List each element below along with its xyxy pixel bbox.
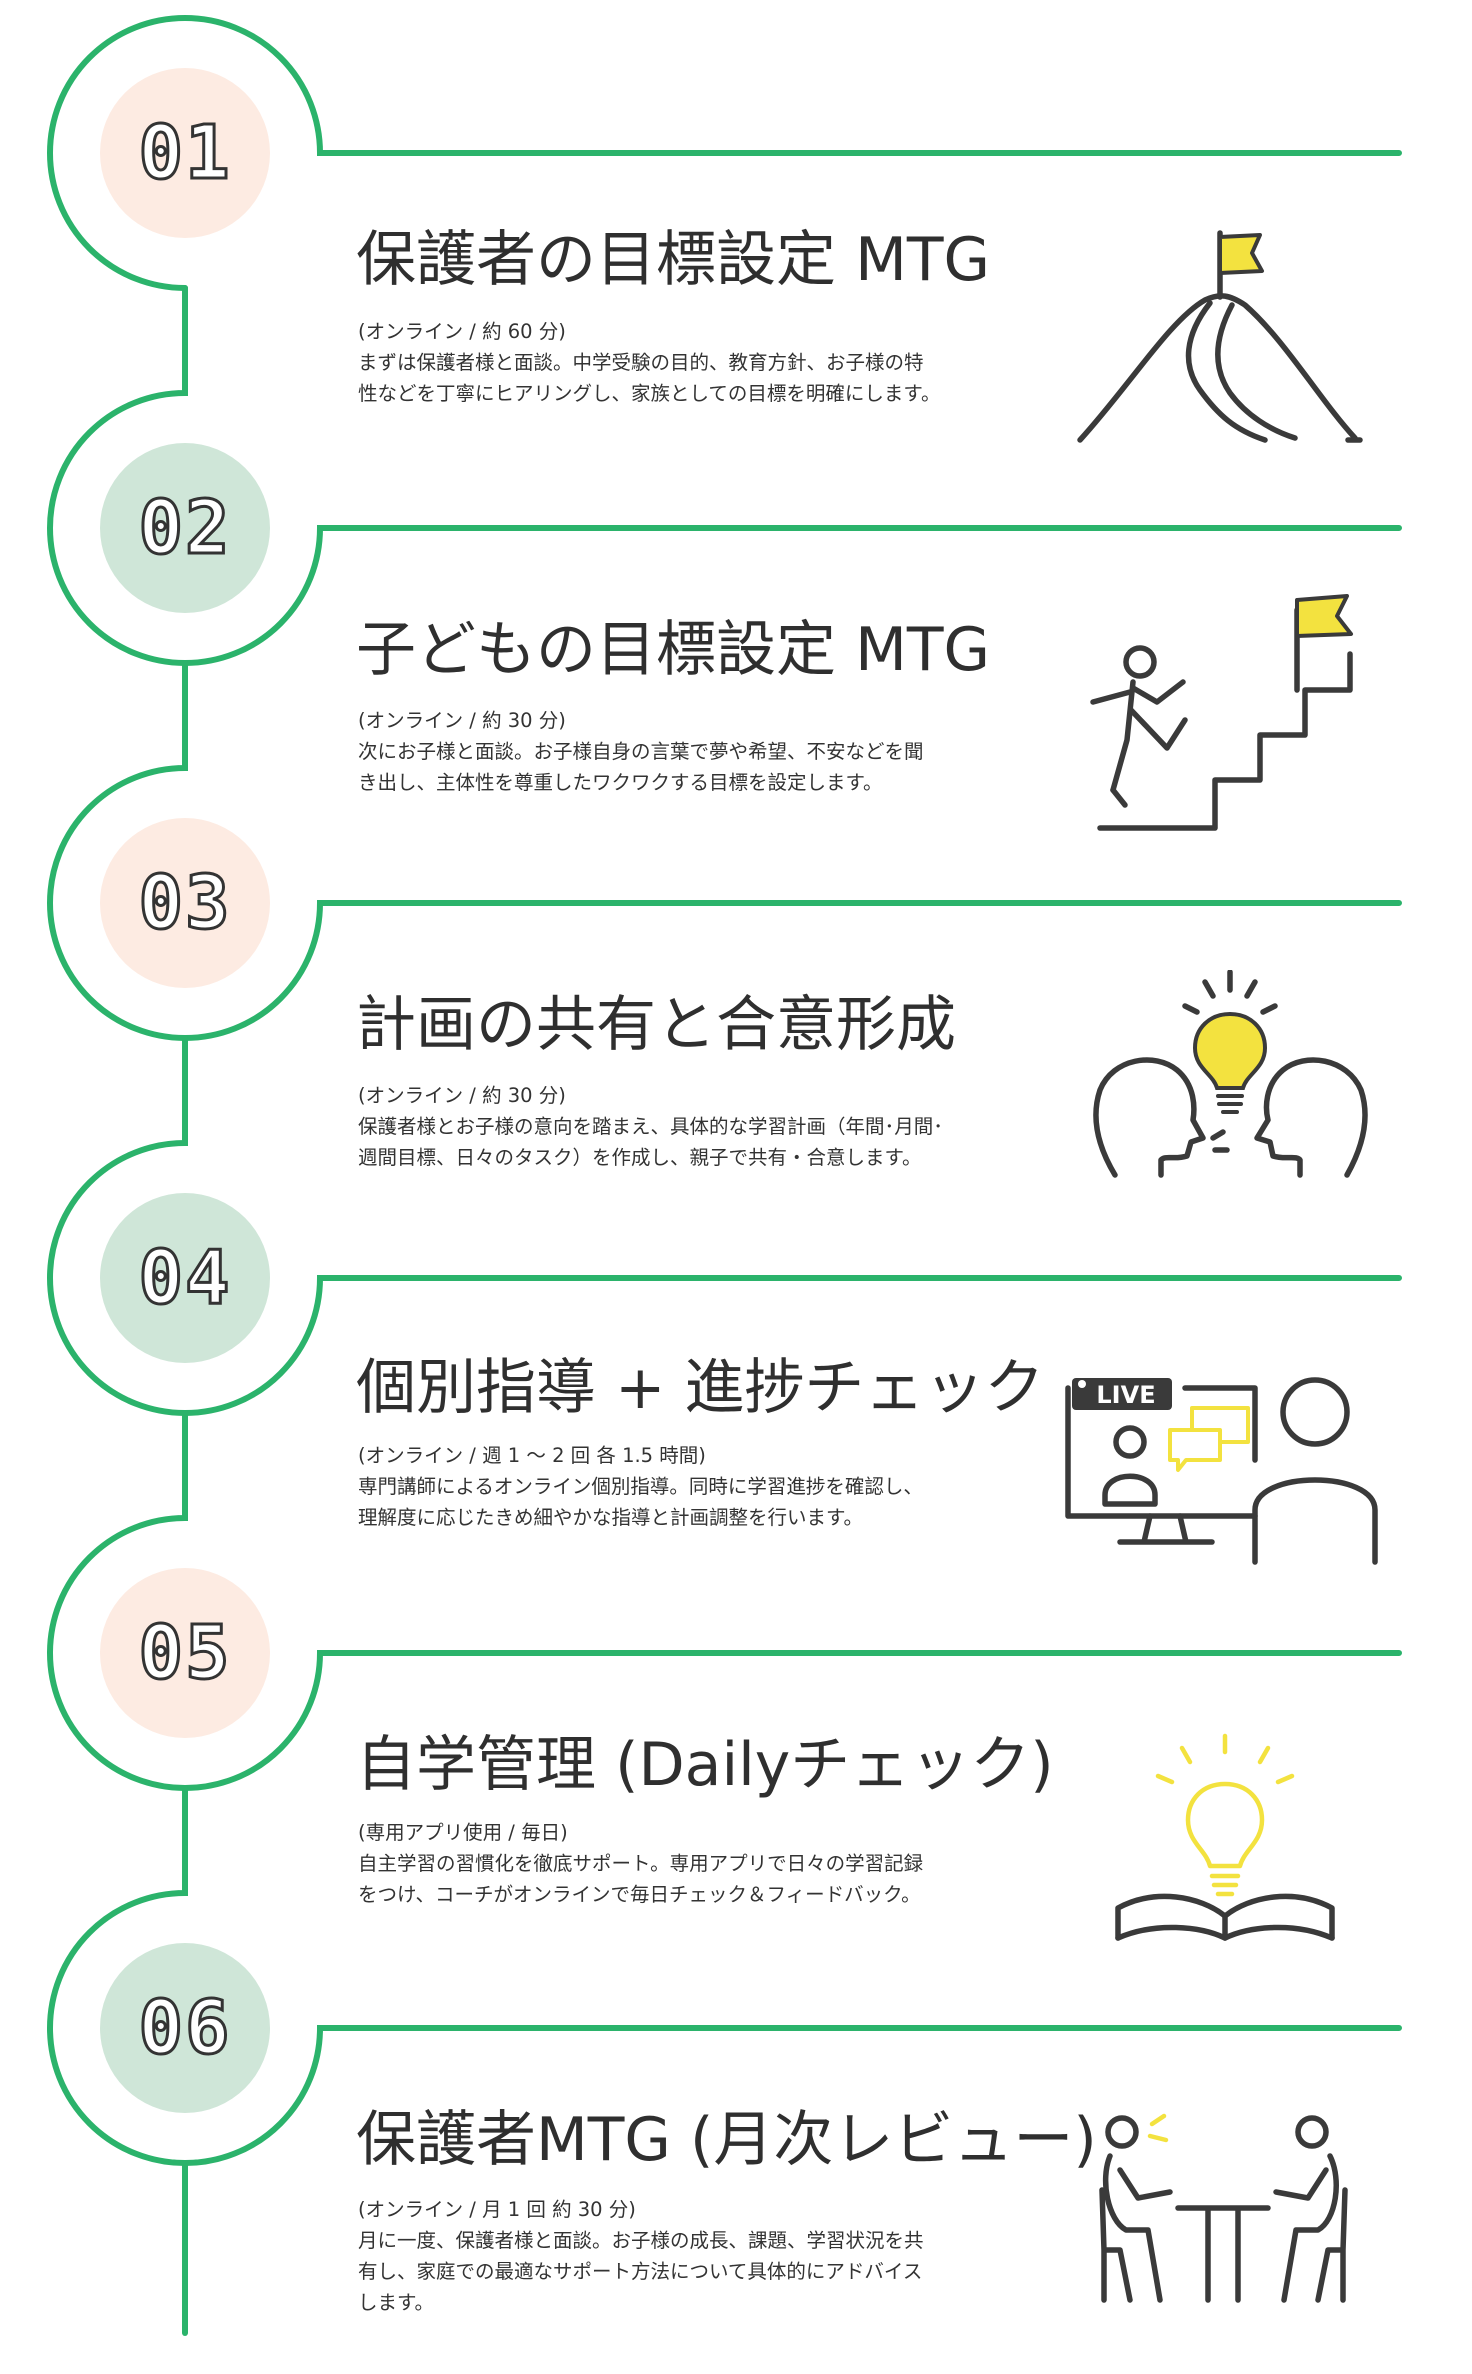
step-number-badge: 04 — [100, 1193, 270, 1363]
step-title: 計画の共有と合意形成 — [356, 990, 956, 1060]
step-meta: (オンライン / 月 1 回 約 30 分) — [358, 2198, 636, 2221]
step-number-badge: 06 — [100, 1943, 270, 2113]
step-number-badge: 01 — [100, 68, 270, 238]
step-number-badge: 05 — [100, 1568, 270, 1738]
step-meta: (オンライン / 約 60 分) — [358, 320, 566, 343]
step-description: (オンライン / 月 1 回 約 30 分) 月に一度、保護者様と面談。お子様の… — [358, 2194, 1018, 2318]
step-desc-line: 有し、家庭での最適なサポート方法について具体的にアドバイス — [358, 2260, 923, 2283]
step-desc-line: 理解度に応じたきめ細やかな指導と計画調整を行います。 — [358, 1506, 864, 1529]
step-desc-line: 保護者様とお子様の意向を踏まえ、具体的な学習計画（年間･月間･ — [358, 1115, 944, 1138]
step-desc-line: 月に一度、保護者様と面談。お子様の成長、課題、学習状況を共 — [358, 2229, 924, 2252]
step-number: 05 — [137, 1609, 232, 1698]
step-description: (オンライン / 約 30 分) 次にお子様と面談。お子様自身の言葉で夢や希望、… — [358, 705, 1018, 798]
step-number: 02 — [137, 484, 232, 573]
step-description: (オンライン / 約 60 分) まずは保護者様と面談。中学受験の目的、教育方針… — [358, 316, 1018, 409]
step-title: 子どもの目標設定 MTG — [356, 615, 990, 685]
live-lesson-icon: LIVE — [1065, 1377, 1378, 1565]
live-label: LIVE — [1096, 1381, 1155, 1409]
step-title: 自学管理 (Dailyチェック) — [356, 1730, 1054, 1800]
step-desc-line: 週間目標、日々のタスク）を作成し、親子で共有・合意します。 — [358, 1146, 922, 1169]
step-number: 03 — [137, 859, 232, 948]
step-number: 06 — [137, 1984, 232, 2073]
stairs-climber-icon — [1090, 594, 1353, 831]
step-title: 保護者の目標設定 MTG — [356, 225, 990, 295]
step-description: (オンライン / 約 30 分) 保護者様とお子様の意向を踏まえ、具体的な学習計… — [358, 1080, 1018, 1173]
step-desc-line: まずは保護者様と面談。中学受験の目的、教育方針、お子様の特 — [358, 351, 924, 374]
two-heads-idea-icon — [1093, 970, 1368, 1178]
meeting-table-icon — [1099, 2113, 1348, 2303]
step-number: 04 — [137, 1234, 232, 1323]
step-desc-line: 次にお子様と面談。お子様自身の言葉で夢や希望、不安などを聞 — [358, 740, 924, 763]
mountain-flag-icon — [1077, 230, 1363, 443]
step-number-badge: 03 — [100, 818, 270, 988]
step-meta: (オンライン / 約 30 分) — [358, 709, 566, 732]
step-desc-line: 自主学習の習慣化を徹底サポート。専用アプリで日々の学習記録 — [358, 1852, 924, 1875]
step-meta: (オンライン / 週 1 ～ 2 回 各 1.5 時間) — [358, 1444, 706, 1467]
step-meta: (専用アプリ使用 / 毎日) — [358, 1821, 568, 1844]
step-desc-line: き出し、主体性を尊重したワクワクする目標を設定します。 — [358, 771, 883, 794]
step-number-badge: 02 — [100, 443, 270, 613]
step-description: (オンライン / 週 1 ～ 2 回 各 1.5 時間) 専門講師によるオンライ… — [358, 1440, 1018, 1533]
step-meta: (オンライン / 約 30 分) — [358, 1084, 566, 1107]
step-desc-line: します。 — [358, 2291, 435, 2314]
open-book-bulb-icon — [1115, 1733, 1335, 1941]
step-title: 個別指導 + 進捗チェック — [356, 1353, 1045, 1423]
step-description: (専用アプリ使用 / 毎日) 自主学習の習慣化を徹底サポート。専用アプリで日々の… — [358, 1817, 1018, 1910]
step-desc-line: 専門講師によるオンライン個別指導。同時に学習進捗を確認し、 — [358, 1475, 923, 1498]
step-number: 01 — [137, 109, 232, 198]
step-desc-line: 性などを丁寧にヒアリングし、家族としての目標を明確にします。 — [358, 382, 941, 405]
step-title: 保護者MTG (月次レビュー) — [356, 2105, 1097, 2175]
step-desc-line: をつけ、コーチがオンラインで毎日チェック＆フィードバック。 — [358, 1883, 921, 1906]
